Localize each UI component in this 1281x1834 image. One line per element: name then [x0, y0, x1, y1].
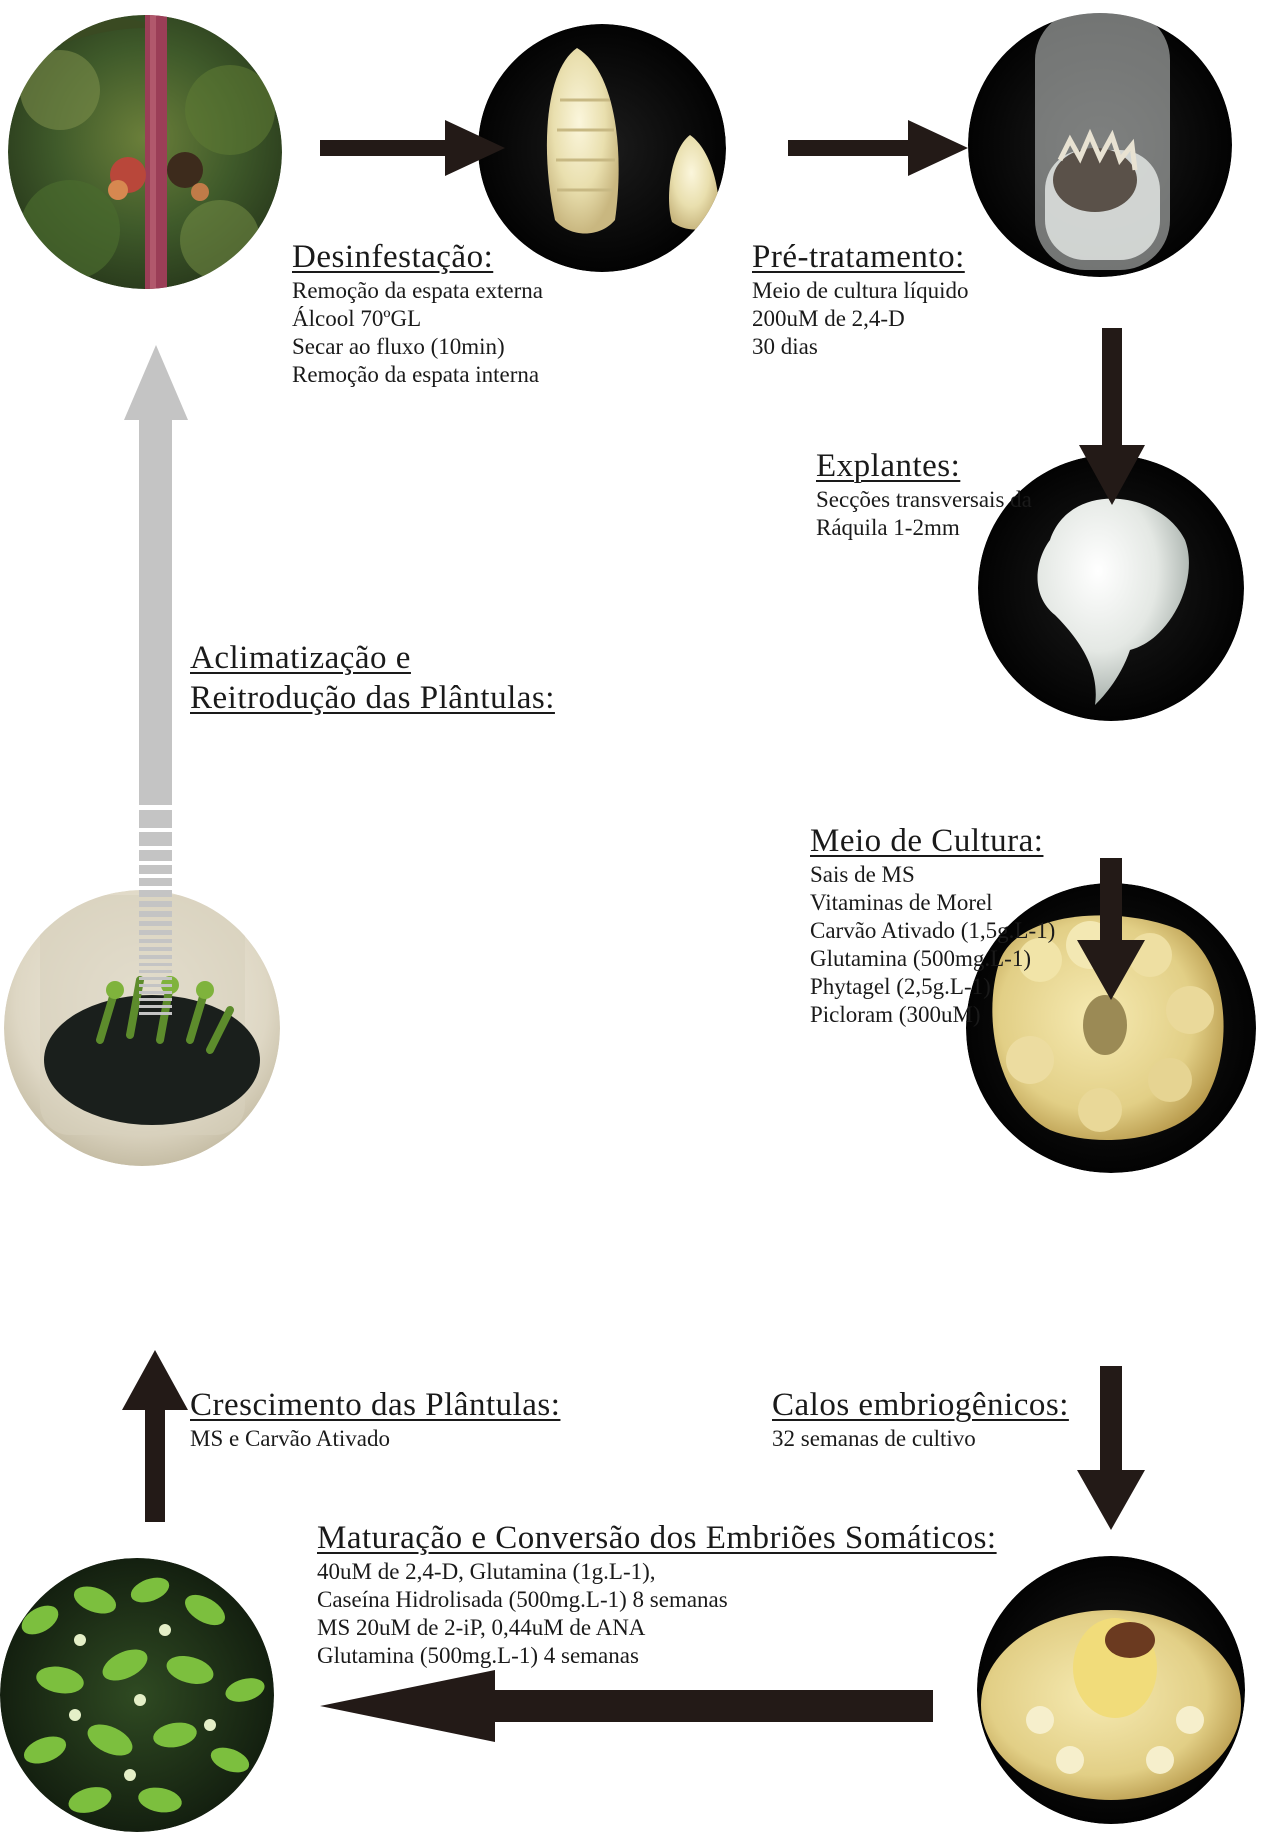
step-heading: Desinfestação:	[292, 237, 543, 277]
arrow-up-1	[122, 1350, 188, 1522]
step-meio-cultura: Meio de Cultura: Sais de MS Vitaminas de…	[810, 821, 1055, 1029]
step-heading: Crescimento das Plântulas:	[190, 1385, 560, 1425]
step-aclimatizacao: Aclimatização e Reitrodução das Plântula…	[190, 638, 555, 718]
step-line: 30 dias	[752, 333, 969, 361]
arrow-right-2	[788, 120, 968, 176]
green-plantlets-photo	[0, 1558, 274, 1832]
step-desinfestacao: Desinfestação: Remoção da espata externa…	[292, 237, 543, 389]
step-line: 40uM de 2,4-D, Glutamina (1g.L-1),	[317, 1558, 997, 1586]
step-line: Glutamina (500mg.L-1) 4 semanas	[317, 1642, 997, 1670]
step-maturacao: Maturação e Conversão dos Embriões Somát…	[317, 1518, 997, 1670]
step-line: Secar ao fluxo (10min)	[292, 333, 543, 361]
step-heading: Explantes:	[816, 446, 1032, 486]
step-line: Caseína Hidrolisada (500mg.L-1) 8 semana…	[317, 1586, 997, 1614]
step-line: MS 20uM de 2-iP, 0,44uM de ANA	[317, 1614, 997, 1642]
step-line: Meio de cultura líquido	[752, 277, 969, 305]
step-explantes: Explantes: Secções transversais da Ráqui…	[816, 446, 1032, 542]
step-line: Álcool 70ºGL	[292, 305, 543, 333]
arrow-down-3	[1077, 1366, 1145, 1530]
maturation-photo	[977, 1556, 1245, 1824]
step-line: Sais de MS	[810, 861, 1055, 889]
step-line: Secções transversais da	[816, 486, 1032, 514]
step-line: Carvão Ativado (1,5g.L-1)	[810, 917, 1055, 945]
arrow-right-1	[320, 120, 505, 176]
step-crescimento: Crescimento das Plântulas: MS e Carvão A…	[190, 1385, 560, 1453]
spathe-photo	[478, 24, 726, 272]
step-line: Phytagel (2,5g.L-1)	[810, 973, 1055, 1001]
step-heading: Pré-tratamento:	[752, 237, 969, 277]
step-heading: Aclimatização e	[190, 638, 555, 678]
step-line: MS e Carvão Ativado	[190, 1425, 560, 1453]
step-line: Ráquila 1-2mm	[816, 514, 1032, 542]
step-pretratamento: Pré-tratamento: Meio de cultura líquido …	[752, 237, 969, 361]
step-heading: Maturação e Conversão dos Embriões Somát…	[317, 1518, 997, 1558]
step-heading: Reitrodução das Plântulas:	[190, 678, 555, 718]
step-line: Remoção da espata externa	[292, 277, 543, 305]
arrow-left-1	[320, 1670, 933, 1742]
step-line: Remoção da espata interna	[292, 361, 543, 389]
step-heading: Calos embriogênicos:	[772, 1385, 1069, 1425]
step-heading: Meio de Cultura:	[810, 821, 1055, 861]
palm-tree-photo	[8, 15, 282, 305]
step-line: Glutamina (500mg.L-1)	[810, 945, 1055, 973]
test-tube-photo	[968, 10, 1232, 277]
step-line: Picloram (300uM)	[810, 1001, 1055, 1029]
step-line: 200uM de 2,4-D	[752, 305, 969, 333]
step-calos: Calos embriogênicos: 32 semanas de culti…	[772, 1385, 1069, 1453]
step-line: Vitaminas de Morel	[810, 889, 1055, 917]
step-line: 32 semanas de cultivo	[772, 1425, 1069, 1453]
